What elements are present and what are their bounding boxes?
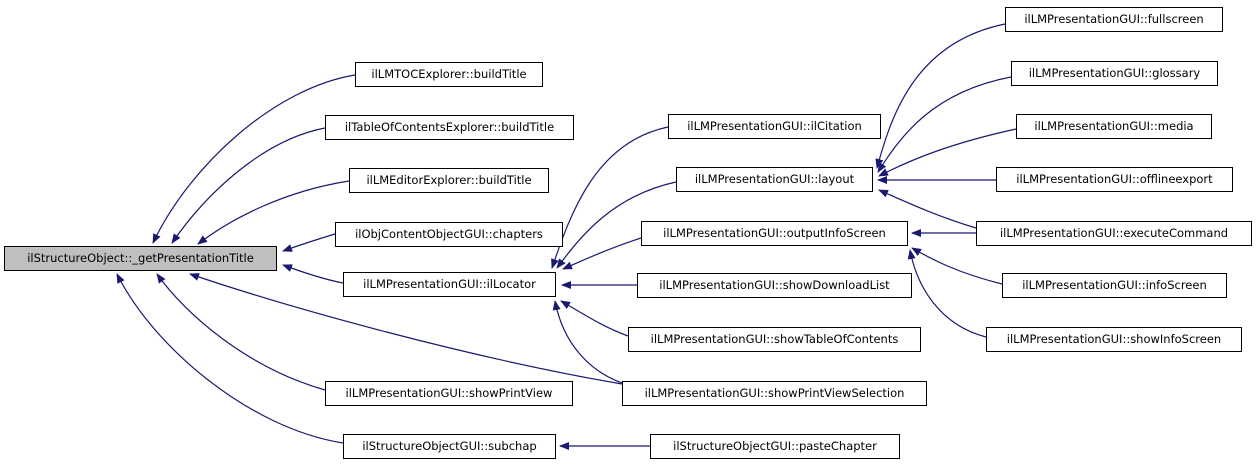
node-illmtocexplorer-buildtitle[interactable]: ilLMTOCExplorer::buildTitle xyxy=(355,62,543,87)
edge-showPrintView-to-main xyxy=(156,273,326,391)
edge-showInfoScreen-to-outputInfoScreen xyxy=(907,249,987,338)
edge-outputInfoScreen-to-ilLocator xyxy=(562,237,642,270)
edge-ilCitation-to-ilLocator xyxy=(551,126,669,269)
node-illmpresentationgui-glossary[interactable]: ilLMPresentationGUI::glossary xyxy=(1011,61,1218,86)
node-illmpresentationgui-outputinfoscreen[interactable]: ilLMPresentationGUI::outputInfoScreen xyxy=(641,221,908,246)
node-illmpresentationgui-showtableofcontents[interactable]: ilLMPresentationGUI::showTableOfContents xyxy=(628,327,921,352)
node-illmpresentationgui-executecommand[interactable]: ilLMPresentationGUI::executeCommand xyxy=(976,221,1252,246)
edge-fullscreen-to-layout xyxy=(875,23,1006,169)
edge-glossary-to-layout xyxy=(877,76,1012,173)
node-illmpresentationgui-layout[interactable]: ilLMPresentationGUI::layout xyxy=(676,167,873,192)
node-illmpresentationgui-media[interactable]: ilLMPresentationGUI::media xyxy=(1016,114,1212,139)
node-illmpresentationgui-illocator[interactable]: ilLMPresentationGUI::ilLocator xyxy=(343,272,556,297)
node-illmpresentationgui-ilcitation[interactable]: ilLMPresentationGUI::ilCitation xyxy=(668,114,881,139)
node-illmpresentationgui-showinfoscreen[interactable]: ilLMPresentationGUI::showInfoScreen xyxy=(986,327,1242,352)
edge-chapters-to-main xyxy=(282,233,336,252)
edge-ilLocator-to-main xyxy=(282,264,344,284)
edge-tableBuild-to-main xyxy=(171,127,326,244)
node-illmpresentationgui-fullscreen[interactable]: ilLMPresentationGUI::fullscreen xyxy=(1005,7,1223,32)
node-ilstructureobjectgui-pastechapter[interactable]: ilStructureObjectGUI::pasteChapter xyxy=(650,434,900,459)
edge-subchap-to-main xyxy=(116,273,344,444)
node-getpresentationtitle[interactable]: ilStructureObject::_getPresentationTitle xyxy=(4,246,277,271)
node-illmpresentationgui-showdownloadlist[interactable]: ilLMPresentationGUI::showDownloadList xyxy=(637,273,912,298)
node-illmpresentationgui-offlineexport[interactable]: ilLMPresentationGUI::offlineexport xyxy=(996,167,1233,192)
node-ilobjcontentobjectgui-chapters[interactable]: ilObjContentObjectGUI::chapters xyxy=(335,222,563,247)
edge-showPrintViewSelection-to-ilLocator xyxy=(552,300,623,384)
node-illmeditorexplorer-buildtitle[interactable]: ilLMEditorExplorer::buildTitle xyxy=(349,168,549,193)
edge-tocBuild-to-main xyxy=(152,74,356,244)
node-iltableofcontentsexplorer-buildtitle[interactable]: ilTableOfContentsExplorer::buildTitle xyxy=(325,115,574,140)
node-illmpresentationgui-showprintview[interactable]: ilLMPresentationGUI::showPrintView xyxy=(325,381,573,406)
node-illmpresentationgui-infoscreen[interactable]: ilLMPresentationGUI::infoScreen xyxy=(1002,273,1227,298)
edge-editorBuild-to-main xyxy=(197,180,350,245)
edge-showTableOfContents-to-ilLocator xyxy=(560,300,629,337)
edge-infoScreen-to-outputInfoScreen xyxy=(911,247,1003,285)
node-ilstructureobjectgui-subchap[interactable]: ilStructureObjectGUI::subchap xyxy=(343,434,556,459)
node-illmpresentationgui-showprintviewselection[interactable]: ilLMPresentationGUI::showPrintViewSelect… xyxy=(622,381,927,406)
